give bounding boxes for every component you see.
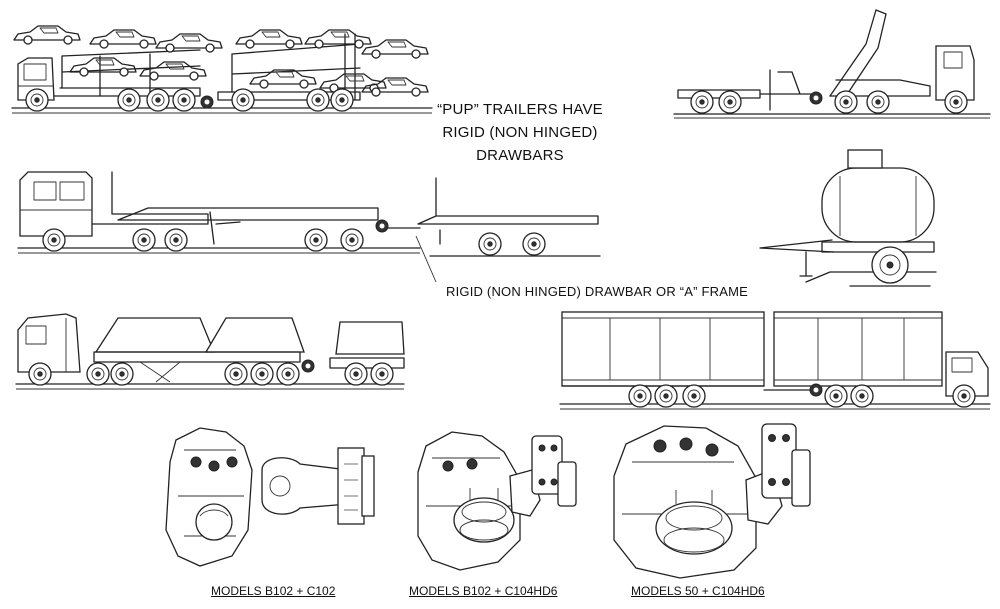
coupling-b102-c102-drawing bbox=[165, 427, 375, 567]
car-carrier-drawing bbox=[11, 25, 433, 114]
hooklift-truck-drawing bbox=[673, 9, 991, 119]
box-truck-drawing bbox=[559, 311, 991, 410]
coupling-50-c104hd6-drawing bbox=[613, 423, 811, 579]
pup-trailer-note: “PUP” TRAILERS HAVE RIGID (NON HINGED) D… bbox=[420, 98, 620, 167]
bulk-tanker-drawing bbox=[15, 313, 405, 390]
pup-note-line-1: “PUP” TRAILERS HAVE bbox=[437, 101, 603, 118]
flatbed-pup-drawing bbox=[17, 171, 601, 283]
caption-model-2: MODELS B102 + C104HD6 bbox=[409, 584, 558, 598]
caption-model-3: MODELS 50 + C104HD6 bbox=[631, 584, 765, 598]
pup-note-line-3: DRAWBARS bbox=[476, 147, 564, 164]
drawbar-callout: RIGID (NON HINGED) DRAWBAR OR “A” FRAME bbox=[446, 284, 748, 299]
tank-trailer-drawing bbox=[759, 149, 937, 287]
pup-note-line-2: RIGID (NON HINGED) bbox=[442, 124, 598, 141]
caption-model-1: MODELS B102 + C102 bbox=[211, 584, 336, 598]
coupling-b102-c104hd6-drawing bbox=[417, 431, 577, 571]
